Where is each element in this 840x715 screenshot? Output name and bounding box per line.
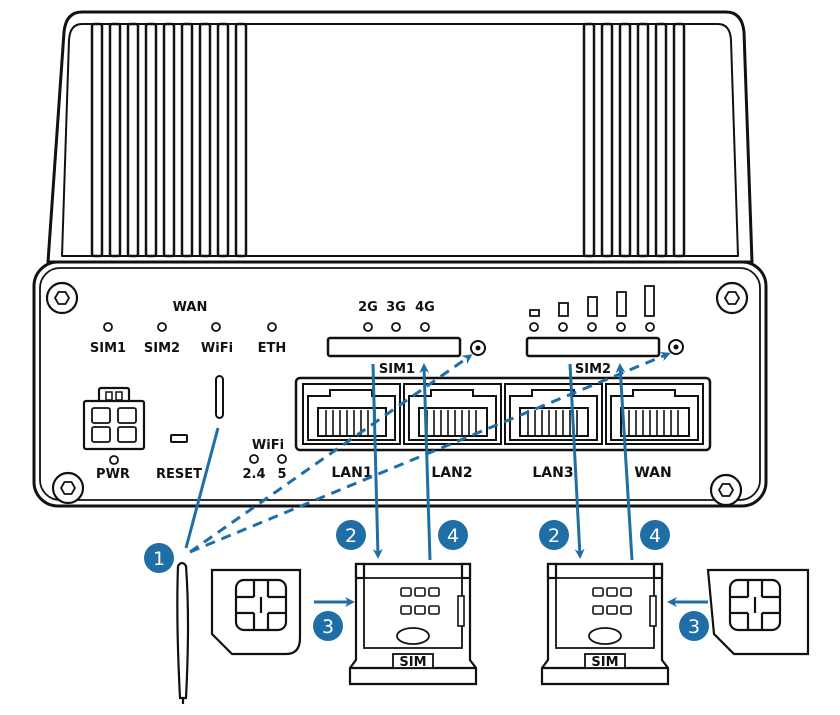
step-badge-3-right: 3 xyxy=(679,611,709,641)
sim-tray-right xyxy=(540,562,670,686)
led-pwr xyxy=(109,455,119,465)
led-sim1 xyxy=(103,322,113,332)
port-lan2 xyxy=(403,383,502,445)
step-badge-4-right: 4 xyxy=(640,520,670,550)
tray-label-sim1: SIM1 xyxy=(379,362,415,377)
port-lan3 xyxy=(504,383,603,445)
led-label-4g: 4G xyxy=(415,300,435,315)
led-wifi-24 xyxy=(249,454,259,464)
heatsink-fins-right xyxy=(582,22,686,258)
screw-bottom-left xyxy=(51,471,85,505)
label-wan: WAN xyxy=(634,465,671,481)
signal-bar-1 xyxy=(529,309,540,317)
arrow-sim1-tray-in xyxy=(419,363,432,561)
led-2g xyxy=(363,322,373,332)
port-wan xyxy=(605,383,704,445)
led-label-2g: 2G xyxy=(358,300,378,315)
sim2-tray-slot xyxy=(525,336,684,358)
led-eth xyxy=(267,322,277,332)
step-badge-1: 1 xyxy=(144,543,174,573)
arrow-sim2-tray-in xyxy=(615,363,634,561)
sim-tray-right-label: SIM xyxy=(591,655,618,670)
step-number-4-left: 4 xyxy=(447,525,459,547)
led-label-wifi: WiFi xyxy=(201,341,233,356)
led-wifi xyxy=(211,322,221,332)
status-leds xyxy=(103,322,277,332)
label-lan3: LAN3 xyxy=(532,465,573,481)
sim-tray-left xyxy=(348,562,478,686)
label-band-24: 2.4 xyxy=(242,467,265,482)
step-badge-2-left: 2 xyxy=(336,520,366,550)
step-badge-4-left: 4 xyxy=(438,520,468,550)
signal-strength-leds xyxy=(529,285,655,332)
network-type-leds xyxy=(363,322,430,332)
step-number-3-left: 3 xyxy=(322,616,334,638)
arrow-sim2-tray-out xyxy=(568,363,585,559)
instruction-arrows xyxy=(184,352,708,607)
sim-eject-pin xyxy=(176,561,190,704)
power-connector xyxy=(82,386,146,451)
label-lan1: LAN1 xyxy=(331,465,372,481)
sim-card-right xyxy=(706,568,810,656)
tray-label-sim2: SIM2 xyxy=(575,362,611,377)
led-sim2 xyxy=(157,322,167,332)
signal-bar-5 xyxy=(644,285,655,317)
step-number-1: 1 xyxy=(153,548,165,570)
heatsink-fins-left xyxy=(90,22,248,258)
step-badge-2-right: 2 xyxy=(539,520,569,550)
wan-group-label: WAN xyxy=(173,300,208,315)
step-number-2-right: 2 xyxy=(548,525,560,547)
led-label-sim2: SIM2 xyxy=(144,341,180,356)
sim1-tray-slot xyxy=(326,336,486,358)
reset-button xyxy=(170,434,188,443)
sim-tray-left-label: SIM xyxy=(399,655,426,670)
label-pwr: PWR xyxy=(96,467,130,482)
screw-top-right xyxy=(715,281,749,315)
sim-card-left xyxy=(210,568,302,656)
led-label-eth: ETH xyxy=(258,341,287,356)
signal-bar-4 xyxy=(616,291,627,317)
label-band-5: 5 xyxy=(277,467,286,482)
signal-bar-2 xyxy=(558,302,569,317)
arrow-eject-sim1 xyxy=(189,354,473,554)
step-number-2-left: 2 xyxy=(345,525,357,547)
led-label-sim1: SIM1 xyxy=(90,341,126,356)
arrow-pin-to-slot xyxy=(184,427,220,549)
step-badge-3-left: 3 xyxy=(313,611,343,641)
led-label-3g: 3G xyxy=(386,300,406,315)
step-number-4-right: 4 xyxy=(649,525,661,547)
signal-bar-3 xyxy=(587,296,598,317)
screw-top-left xyxy=(45,281,79,315)
led-4g xyxy=(420,322,430,332)
led-3g xyxy=(391,322,401,332)
led-wifi-5 xyxy=(277,454,287,464)
arrow-eject-sim2 xyxy=(189,352,671,554)
reset-pin-slot xyxy=(215,375,224,419)
screw-bottom-right xyxy=(709,473,743,507)
arrow-sim1-tray-out xyxy=(371,363,383,559)
step-number-3-right: 3 xyxy=(688,616,700,638)
label-lan2: LAN2 xyxy=(431,465,472,481)
label-wifi-band: WiFi xyxy=(252,438,284,453)
label-reset: RESET xyxy=(156,467,202,482)
